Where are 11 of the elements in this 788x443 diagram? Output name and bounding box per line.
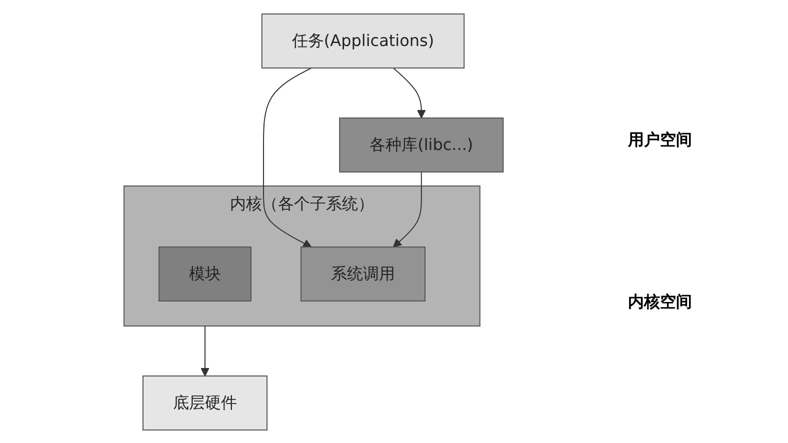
node-box: 模块 <box>158 246 252 301</box>
arrow <box>263 67 312 247</box>
arrow <box>393 67 426 118</box>
region-label: 内核空间 <box>628 292 693 313</box>
node-box: 系统调用 <box>300 246 426 301</box>
arrow <box>201 325 210 376</box>
node-box: 各种库(libc...) <box>340 117 504 172</box>
arrow <box>393 171 422 247</box>
region-label: 用户空间 <box>628 130 693 152</box>
node-box: 底层硬件 <box>142 374 268 430</box>
node-box: 任务(Applications) <box>262 13 465 68</box>
